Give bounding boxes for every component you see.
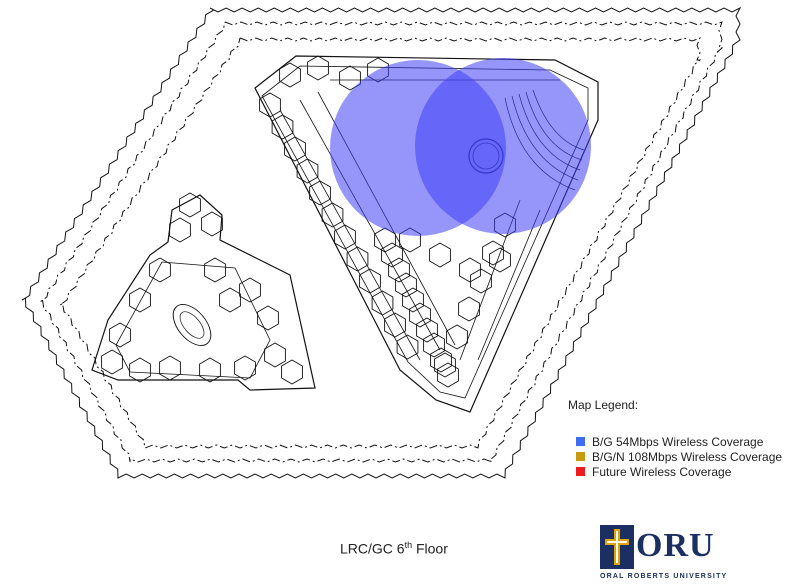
legend-label: Future Wireless Coverage — [592, 464, 732, 479]
logo-wordmark: ORU — [636, 527, 715, 564]
legend-item-future: Future Wireless Coverage — [568, 464, 796, 479]
oru-logo: ORU ORAL ROBERTS UNIVERSITY — [600, 525, 770, 585]
gc-building — [91, 192, 316, 391]
legend-label: B/G/N 108Mbps Wireless Coverage — [592, 449, 783, 464]
site-boundary-lines — [21, 6, 742, 479]
floor-title: LRC/GC 6th Floor — [340, 540, 448, 557]
legend-title: Map Legend: — [568, 398, 639, 412]
cross-shield-icon — [600, 525, 634, 569]
legend-swatch-blue — [576, 437, 585, 446]
legend-swatch-gold — [576, 452, 585, 461]
logo-subtitle: ORAL ROBERTS UNIVERSITY — [600, 573, 728, 580]
coverage-areas — [330, 58, 591, 236]
legend-item-bg: B/G 54Mbps Wireless Coverage — [568, 434, 796, 449]
coverage-circle-right — [415, 58, 591, 234]
legend-item-bgn: B/G/N 108Mbps Wireless Coverage — [568, 449, 796, 464]
legend-label: B/G 54Mbps Wireless Coverage — [592, 434, 764, 449]
map-legend: Map Legend: B/G 54Mbps Wireless Coverage… — [568, 398, 796, 479]
legend-swatch-red — [576, 467, 585, 476]
